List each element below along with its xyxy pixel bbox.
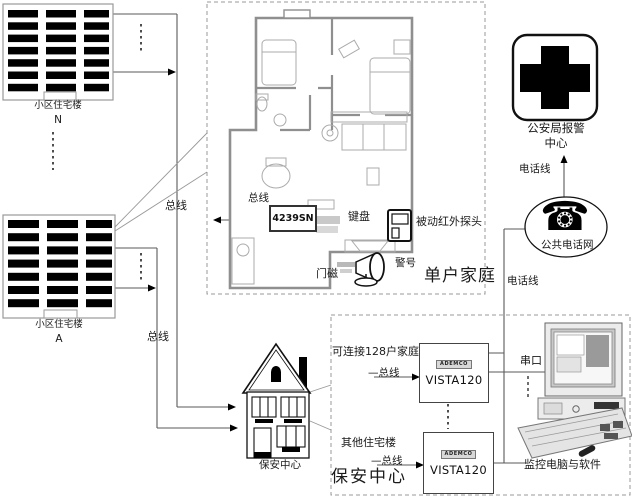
building-n-name: N	[54, 114, 62, 126]
building-a-label: 小区住宅楼	[35, 319, 83, 330]
building-n-label: 小区住宅楼	[34, 100, 82, 111]
phone-line-label-mid: 电话线	[507, 275, 539, 287]
apartment-floorplan	[228, 9, 414, 290]
vista-panel-1: ADEMCO VISTA120	[419, 343, 489, 403]
police-center-title-line1: 公安局报警	[527, 121, 585, 135]
building-n-icon	[2, 3, 114, 101]
phone-and-serial-lines	[374, 162, 565, 466]
security-house-icon	[241, 342, 312, 459]
police-cross-icon	[511, 33, 599, 122]
serial-port-label: 串口	[520, 354, 542, 368]
keypad-label: 键盘	[348, 210, 370, 223]
monitor-icon	[544, 322, 623, 397]
pir-label: 被动红外探头	[416, 215, 482, 228]
pstn-ellipse	[524, 196, 608, 258]
mouse-icon	[578, 445, 596, 457]
bus-link-2-label: —总线	[371, 455, 403, 467]
building-a-icon	[2, 214, 116, 319]
bus-label-upper: 总线	[165, 199, 187, 212]
other-buildings-label: 其他住宅楼	[341, 436, 396, 449]
security-house-label: 保安中心	[259, 459, 301, 471]
siren-label: 警号	[395, 257, 416, 269]
security-center-callout-box	[330, 314, 631, 496]
security-caption: 保安中心	[331, 467, 407, 487]
keyboard-icon	[517, 407, 632, 459]
phone-icon: ☎	[540, 194, 590, 240]
control-panel-4239sn: 4239SN	[269, 205, 317, 232]
capacity-label: 可连接128户家庭	[332, 345, 419, 358]
pstn-label: 公共电话网	[541, 239, 594, 251]
vista-model-2: VISTA120	[430, 462, 487, 477]
bus-label-lower: 总线	[147, 330, 169, 343]
computer-label: 监控电脑与软件	[524, 458, 601, 471]
connection-arrows	[148, 68, 568, 469]
vista-model-1: VISTA120	[425, 372, 483, 387]
siren-icon	[354, 252, 385, 287]
vista-panel-2: ADEMCO VISTA120	[423, 432, 494, 494]
building-a-name: A	[55, 333, 63, 345]
police-center-title-line2: 中心	[544, 136, 568, 150]
apartment-caption: 单户家庭	[424, 266, 496, 286]
ellipsis-marks	[52, 24, 449, 429]
door-contact-label: 门磁	[316, 267, 338, 280]
furniture	[231, 39, 411, 285]
callout-wedge-lines	[114, 132, 332, 431]
door-contact-icon	[337, 262, 355, 273]
apartment-callout-box	[206, 1, 486, 295]
bus-link-1-label: —总线	[368, 367, 400, 379]
keypad-icon	[313, 216, 340, 233]
phone-line-label-upper: 电话线	[519, 163, 551, 175]
bus-label-apartment: 总线	[248, 192, 269, 204]
ademco-badge-1: ADEMCO	[436, 359, 472, 369]
ademco-badge-2: ADEMCO	[440, 449, 477, 459]
pir-detector-icon	[387, 209, 412, 242]
